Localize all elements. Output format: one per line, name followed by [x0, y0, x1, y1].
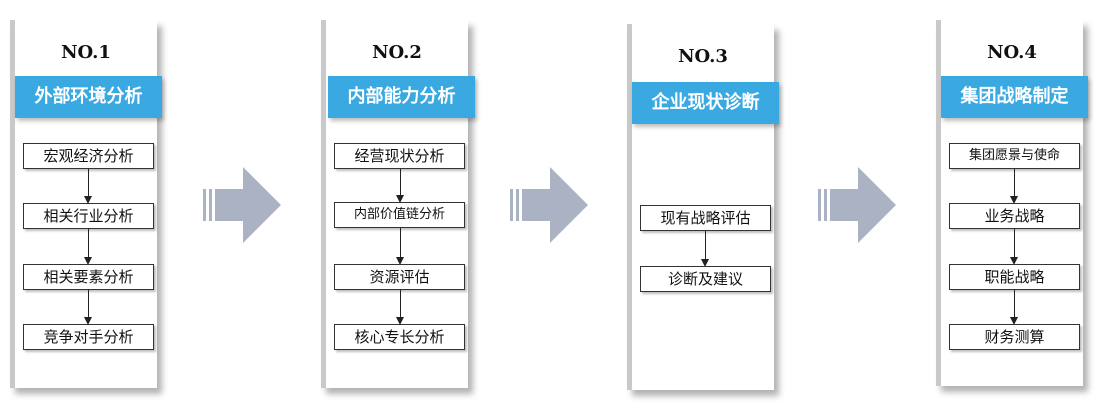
stage-panel-2: NO.2 内部能力分析 经营现状分析 内部价值链分析 资源评估 核心专长分析	[321, 20, 475, 388]
stage-item: 现有战略评估	[640, 205, 771, 231]
stage-number: NO.2	[372, 42, 422, 63]
connector-line	[1014, 169, 1015, 198]
stage-item: 职能战略	[949, 264, 1080, 290]
connector-arrowhead	[396, 257, 404, 265]
connector-arrowhead	[701, 259, 709, 267]
arrow-right-icon	[203, 167, 281, 243]
stage-item: 相关要素分析	[23, 264, 154, 290]
connector-arrowhead	[396, 195, 404, 203]
connector-arrowhead	[84, 257, 92, 265]
stage-header: 集团战略制定	[941, 76, 1088, 118]
connector-line	[88, 290, 89, 319]
stage-header: 内部能力分析	[328, 76, 475, 118]
arrow-right-icon	[818, 167, 896, 243]
connector-arrowhead	[84, 317, 92, 325]
stage-item: 诊断及建议	[640, 266, 771, 292]
connector-line	[400, 228, 401, 259]
connector-line	[705, 231, 706, 261]
stage-item: 业务战略	[949, 203, 1080, 229]
stage-panel-1: NO.1 外部环境分析 宏观经济分析 相关行业分析 相关要素分析 竞争对手分析	[10, 20, 162, 388]
connector-line	[88, 229, 89, 259]
stage-item: 集团愿景与使命	[949, 143, 1080, 169]
stage-header: 企业现状诊断	[632, 82, 779, 124]
connector-arrowhead	[1010, 317, 1018, 325]
connector-arrowhead	[84, 196, 92, 204]
connector-line	[1014, 229, 1015, 259]
connector-arrowhead	[1010, 257, 1018, 265]
stage-panel-4: NO.4 集团战略制定 集团愿景与使命 业务战略 职能战略 财务测算	[936, 20, 1088, 386]
stage-item: 核心专长分析	[334, 324, 465, 350]
connector-line	[1014, 290, 1015, 319]
stage-item: 经营现状分析	[334, 143, 465, 169]
stage-item: 宏观经济分析	[23, 143, 154, 169]
stage-item: 资源评估	[334, 264, 465, 290]
stage-item: 竞争对手分析	[23, 324, 154, 350]
stage-number: NO.3	[678, 46, 728, 67]
connector-arrowhead	[1010, 196, 1018, 204]
stage-item: 内部价值链分析	[334, 202, 465, 228]
connector-line	[400, 290, 401, 319]
stage-number: NO.1	[61, 42, 111, 63]
connector-line	[400, 169, 401, 197]
stage-number: NO.4	[987, 42, 1037, 63]
stage-item: 相关行业分析	[23, 203, 154, 229]
stage-item: 财务测算	[949, 324, 1080, 350]
connector-line	[88, 169, 89, 198]
stage-panel-3: NO.3 企业现状诊断 现有战略评估 诊断及建议	[627, 24, 779, 390]
connector-arrowhead	[396, 317, 404, 325]
stage-header: 外部环境分析	[15, 76, 162, 118]
arrow-right-icon	[510, 167, 588, 243]
